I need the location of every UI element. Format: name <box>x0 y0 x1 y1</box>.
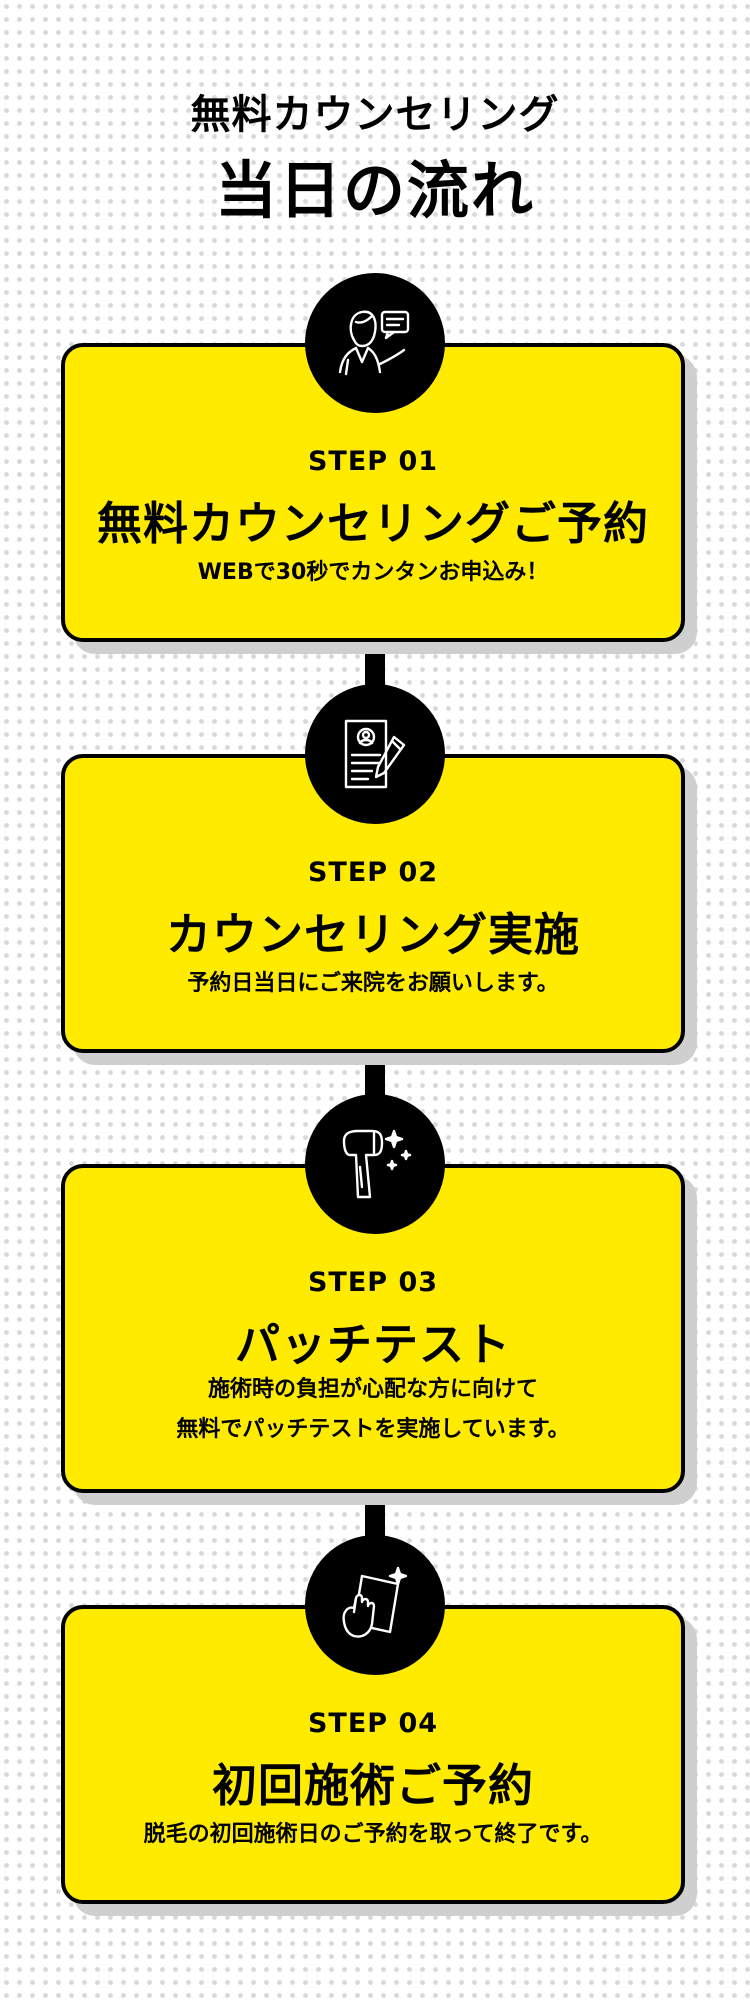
step-label: STEP 02 <box>307 857 439 888</box>
step-description: 施術時の負担が心配な方に向けて <box>207 1377 538 1402</box>
step-title: 初回施術ご予約 <box>211 1759 534 1812</box>
operator-chat-icon <box>338 310 410 376</box>
step-description: 無料でパッチテストを実施しています。 <box>176 1417 570 1442</box>
step-icon-circle <box>305 684 445 824</box>
hair-removal-device-icon <box>342 1129 412 1199</box>
hand-card-sparkle-icon <box>342 1566 408 1638</box>
document-pen-icon <box>344 719 406 789</box>
step-description: 予約日当日にご来院をお願いします。 <box>187 971 559 996</box>
step-label: STEP 03 <box>307 1267 439 1298</box>
step-title: パッチテスト <box>234 1318 511 1371</box>
step-title: 無料カウンセリングご予約 <box>96 497 649 550</box>
step-icon-circle <box>305 1094 445 1234</box>
step-label: STEP 01 <box>307 446 439 477</box>
step-title: カウンセリング実施 <box>165 908 580 961</box>
step-icon-circle <box>305 1535 445 1675</box>
step-icon-circle <box>305 273 445 413</box>
step-description: WEBで30秒でカンタンお申込み！ <box>197 560 549 585</box>
step-description: 脱毛の初回施術日のご予約を取って終了です。 <box>143 1822 603 1847</box>
page-subtitle: 無料カウンセリング <box>190 92 560 138</box>
page-title: 当日の流れ <box>214 154 535 227</box>
step-label: STEP 04 <box>307 1708 439 1739</box>
